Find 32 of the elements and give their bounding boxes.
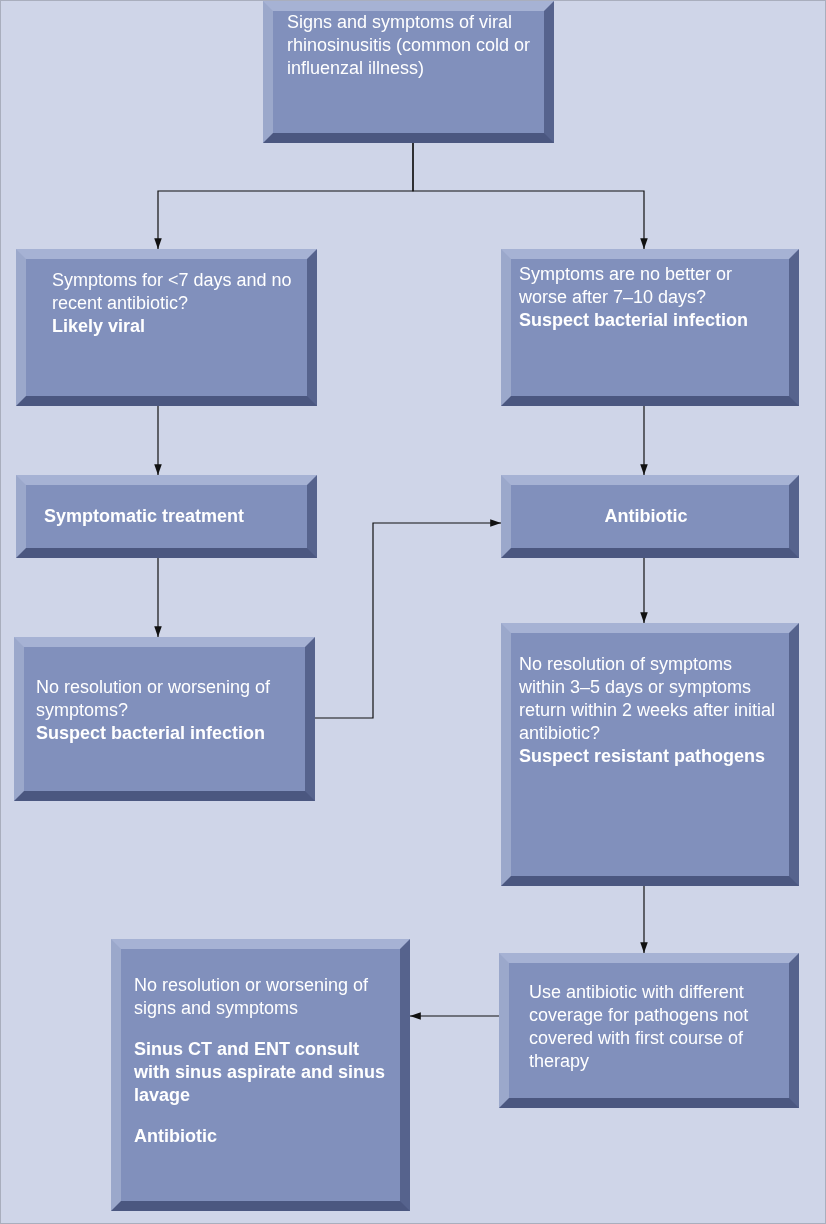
process-box xyxy=(16,475,317,558)
box-text: Signs and symptoms of viral rhinosinusitis (common cold or influenzal illness) xyxy=(287,11,532,80)
process-box xyxy=(14,637,315,801)
bold-note: Suspect bacterial infection xyxy=(36,722,267,745)
process-box xyxy=(499,953,799,1108)
process-box xyxy=(16,249,317,406)
arrow xyxy=(412,142,648,250)
bold-note: Antibiotic xyxy=(134,1125,218,1148)
box-text: Use antibiotic with different coverage for pathogens not covered with first course of therapy xyxy=(529,981,750,1073)
bold-note: Antibiotic xyxy=(603,505,689,528)
arrow xyxy=(640,885,648,954)
box-text: Symptoms for <7 days and no recent antibiotic? xyxy=(52,269,293,315)
bold-note: Suspect resistant pathogens xyxy=(519,745,767,768)
bold-note: Sinus CT and ENT consult with sinus aspirate and sinus lavage xyxy=(134,1038,387,1107)
bold-note: Suspect bacterial infection xyxy=(519,309,750,332)
arrow xyxy=(640,405,648,476)
arrow xyxy=(154,557,162,638)
box-text: No resolution or worsening of signs and symptoms xyxy=(134,974,370,1020)
box-text: No resolution or worsening of symptoms? xyxy=(36,676,272,722)
bold-note: Symptomatic treatment xyxy=(44,505,246,528)
arrow xyxy=(314,519,502,719)
process-box xyxy=(501,249,799,406)
box-text: Symptoms are no better or worse after 7–10 days? xyxy=(519,263,734,309)
process-box xyxy=(111,939,410,1211)
arrow xyxy=(154,405,162,476)
arrow xyxy=(409,1012,500,1020)
process-box xyxy=(501,623,799,886)
box-text: No resolution of symptoms within 3–5 days or symptoms return within 2 weeks after initial antibiotic? xyxy=(519,653,777,745)
arrow xyxy=(640,557,648,624)
process-box xyxy=(263,1,554,143)
bold-note: Likely viral xyxy=(52,315,147,338)
process-box xyxy=(501,475,799,558)
